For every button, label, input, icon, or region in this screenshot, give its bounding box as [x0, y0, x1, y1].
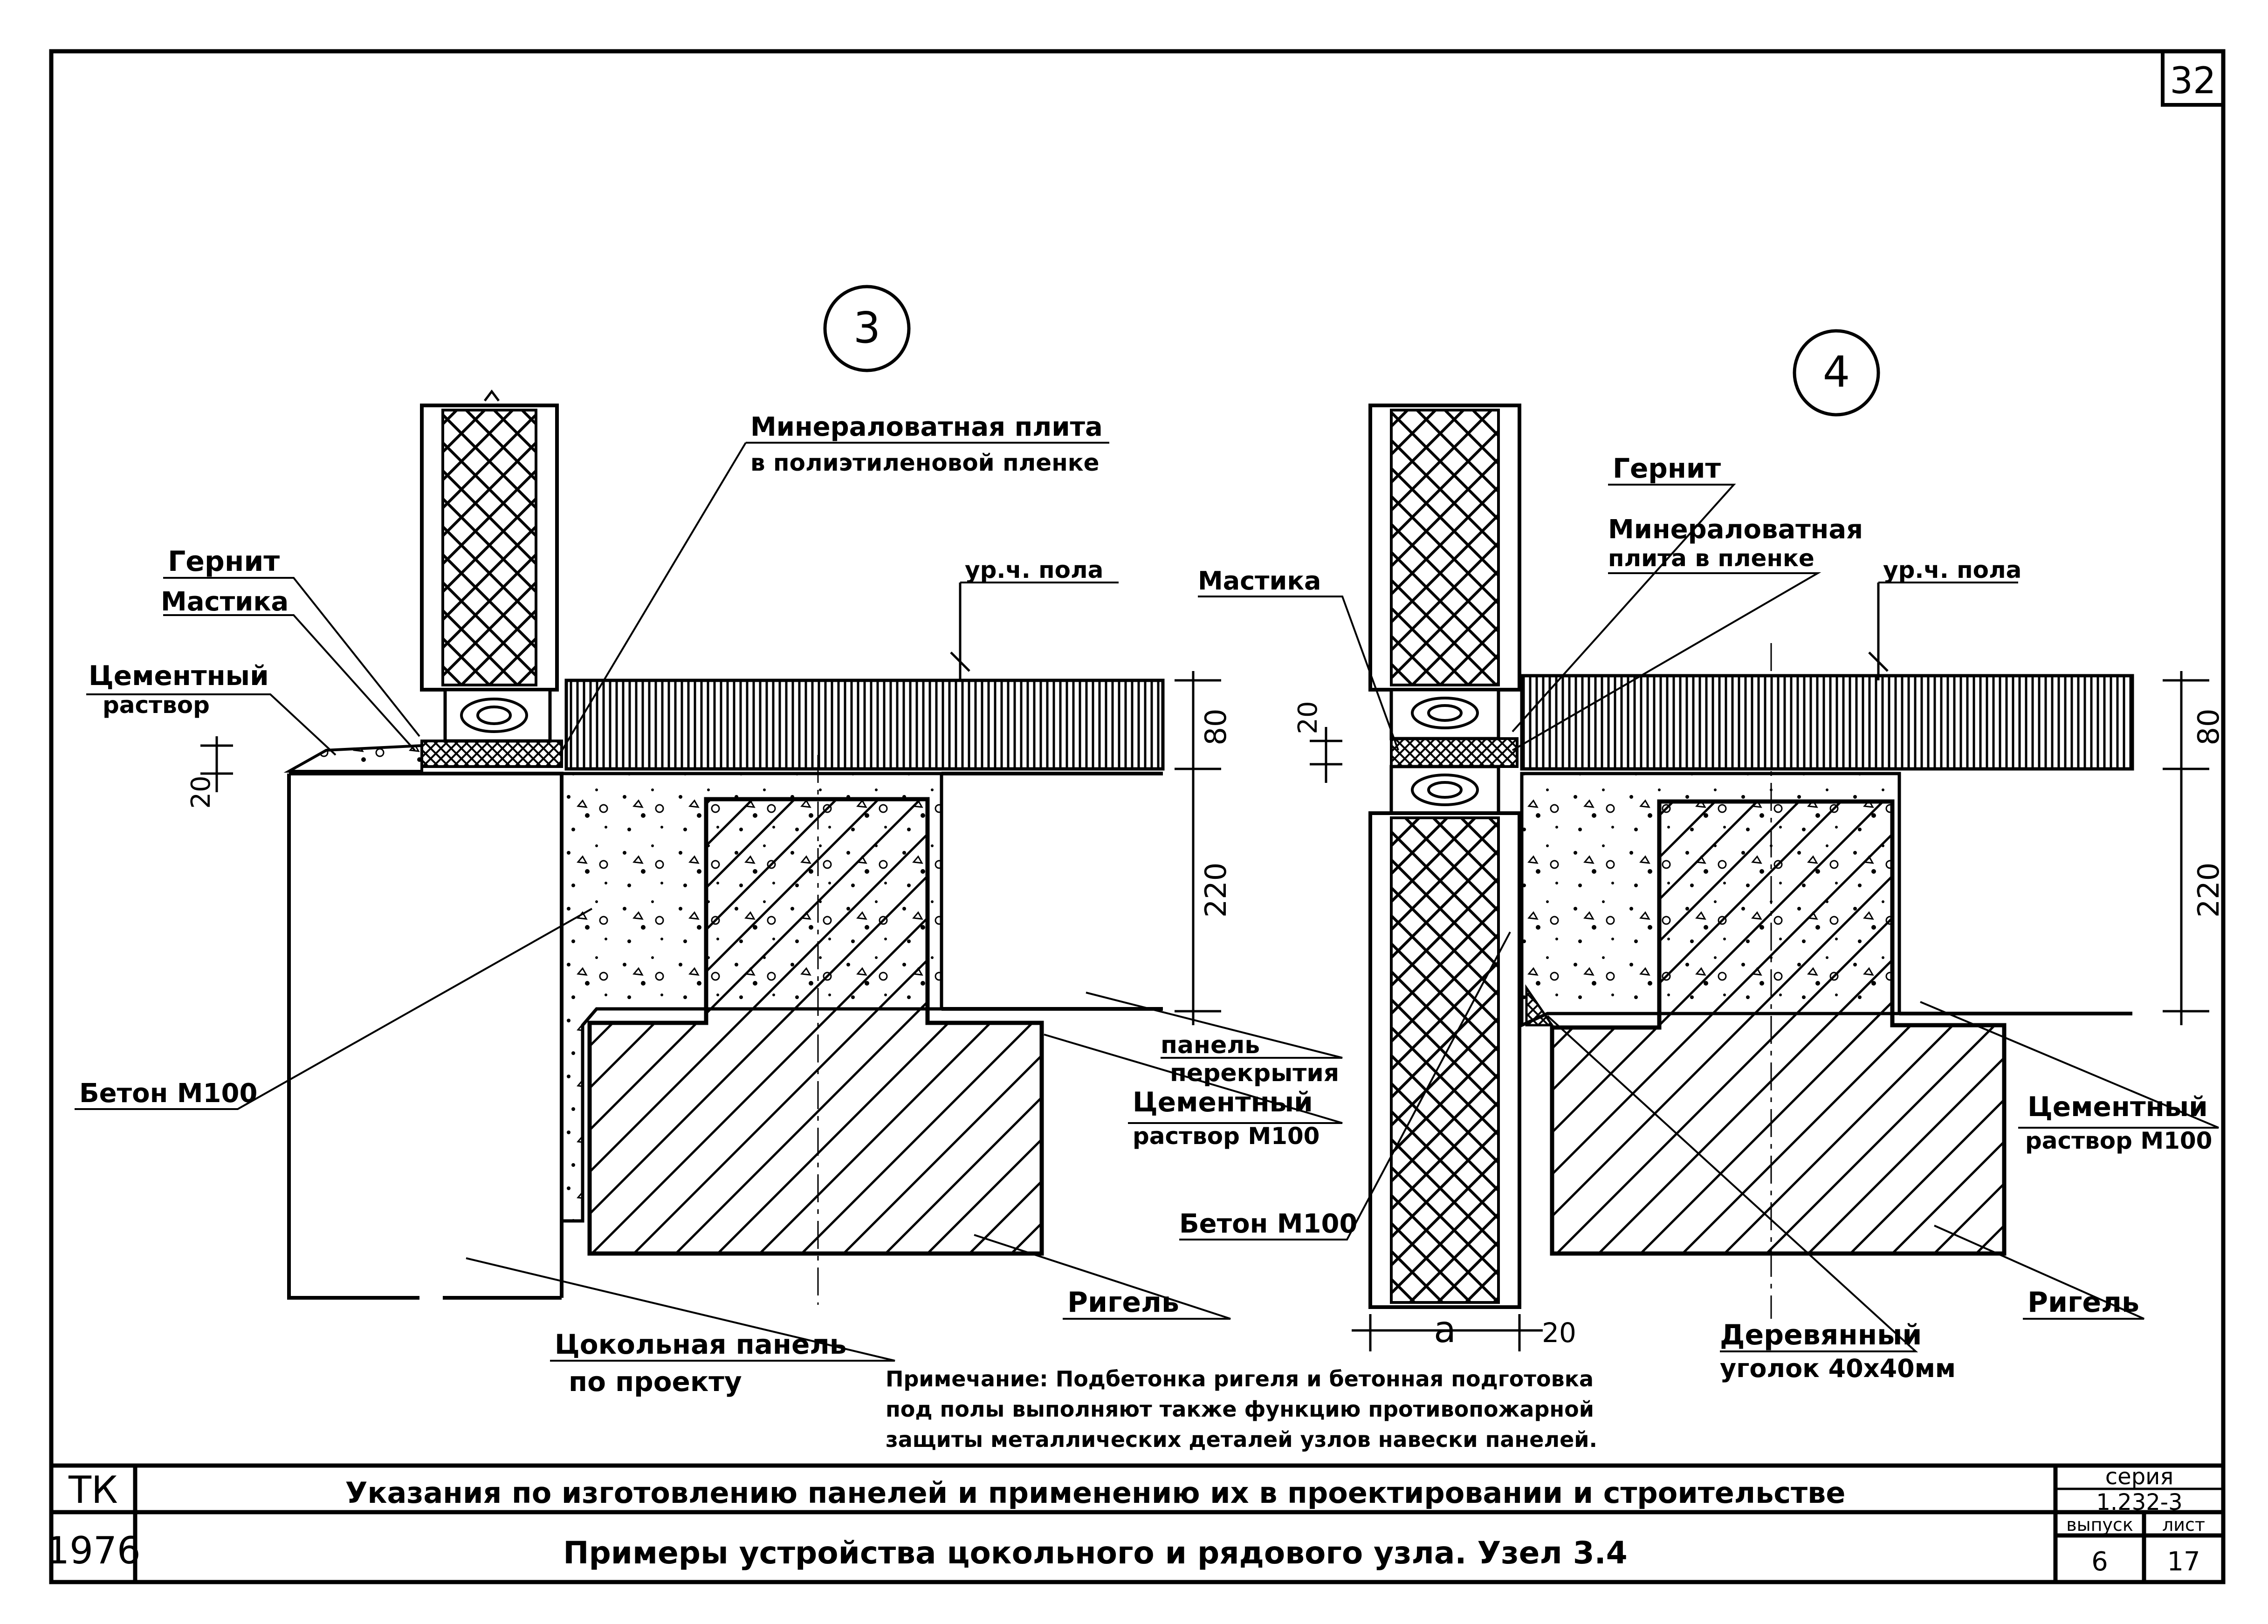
label-gernit-3: Гернит [168, 545, 280, 578]
node-3-circle [823, 285, 911, 372]
sheet-value: 17 [2167, 1547, 2200, 1577]
dim-20-3: 20 [186, 775, 216, 809]
dim-80-4: 80 [2192, 709, 2226, 746]
node-3-label: 3 [853, 303, 881, 353]
label-concrete-4: Бетон М100 [1179, 1209, 1357, 1239]
issue-label: выпуск [2066, 1514, 2133, 1535]
mastika-strip-3 [420, 740, 563, 768]
dim-80-3: 80 [1199, 709, 1233, 746]
sheet-label: лист [2162, 1514, 2205, 1535]
leaders-4 [1179, 484, 2219, 1352]
label-cement-m100-3-b: раствор М100 [1133, 1123, 1320, 1150]
leaders-3 [75, 442, 1343, 1362]
label-cement-3-a: Цементный [89, 660, 269, 692]
label-gernit-4: Гернит [1613, 452, 1721, 484]
label-floor-level-3: ур.ч. пола [965, 556, 1103, 583]
note-line-3: защиты металлических деталей узлов навес… [886, 1427, 1597, 1452]
insulation-3 [441, 409, 537, 686]
node-3-section: 80 220 20 Минераловатная плита в полиэти… [75, 389, 1343, 1398]
floor-topping-4 [1520, 674, 2134, 771]
rigel-4 [1550, 799, 2007, 1256]
label-mineral-plate-4-b: плита в пленке [1608, 545, 1814, 572]
dim-gap-20-4: 20 [1542, 1317, 1576, 1349]
plinth-panel-3 [287, 772, 564, 1300]
dim-220-4: 220 [2192, 863, 2226, 918]
dims-3 [200, 582, 1221, 1025]
cement-mortar-3 [283, 744, 423, 773]
title-sub: Примеры устройства цокольного и рядового… [563, 1535, 1627, 1571]
node-4-circle [1793, 329, 1880, 417]
note-line-1: Примечание: Подбетонка ригеля и бетонная… [886, 1366, 1594, 1391]
year: 1976 [46, 1529, 141, 1572]
org-code: ТК [68, 1468, 118, 1512]
floor-panel-3 [942, 772, 1163, 1011]
title-main: Указания по изготовлению панелей и приме… [345, 1476, 1846, 1510]
note-line-2: под полы выполняют также функцию противо… [886, 1397, 1594, 1422]
label-plinth-3-a: Цокольная панель [555, 1329, 846, 1360]
dim-20-4: 20 [1293, 701, 1323, 734]
label-cement-m100-4-a: Цементный [2027, 1091, 2208, 1123]
floor-topping-3 [564, 678, 1165, 771]
label-mineral-plate-3-b: в полиэтиленовой пленке [750, 449, 1100, 476]
label-cement-3-b: раствор [103, 692, 210, 719]
dim-220-3: 220 [1199, 863, 1233, 918]
node-4-label: 4 [1823, 347, 1850, 397]
mastika-strip-4 [1390, 737, 1519, 768]
series-value: 1.232-3 [2096, 1489, 2182, 1515]
sheet-frame [49, 49, 2226, 1584]
label-rigel-4: Ригель [2027, 1286, 2139, 1319]
node-4-section: 80 220 20 a 20 Гернит Минераловатная пли… [1179, 404, 2226, 1383]
label-wood-angle-4-a: Деревянный [1720, 1319, 1922, 1351]
issue-value: 6 [2091, 1547, 2108, 1577]
rigel-3 [587, 797, 1044, 1256]
label-floor-panel-3-b: перекрытия [1170, 1059, 1339, 1087]
insulation-lower-4 [1390, 816, 1500, 1304]
label-cement-m100-3-a: Цементный [1133, 1086, 1313, 1118]
label-mastika-4: Мастика [1198, 566, 1321, 596]
label-cement-m100-4-b: раствор М100 [2025, 1127, 2212, 1154]
insulation-upper-4 [1390, 409, 1500, 686]
label-mineral-plate-4-a: Минераловатная [1608, 514, 1863, 545]
title-block [51, 1463, 2223, 1582]
sheet-number: 32 [2170, 60, 2216, 102]
label-floor-level-4: ур.ч. пола [1883, 556, 2021, 583]
wood-angle-4 [1525, 984, 1554, 1027]
dims-4 [1310, 582, 2209, 1351]
label-plinth-3-b: по проекту [569, 1366, 742, 1398]
label-wood-angle-4-b: уголок 40х40мм [1720, 1354, 1956, 1383]
dim-a-4: a [1434, 1309, 1456, 1351]
label-mineral-plate-3-a: Минераловатная плита [750, 412, 1103, 442]
label-floor-panel-3-a: панель [1161, 1031, 1260, 1059]
label-rigel-3: Ригель [1067, 1286, 1179, 1319]
note: Примечание: Подбетонка ригеля и бетонная… [886, 1366, 1597, 1452]
label-concrete-3: Бетон М100 [79, 1078, 257, 1109]
series-label: серия [2105, 1464, 2173, 1490]
label-mastika-3: Мастика [161, 587, 289, 617]
